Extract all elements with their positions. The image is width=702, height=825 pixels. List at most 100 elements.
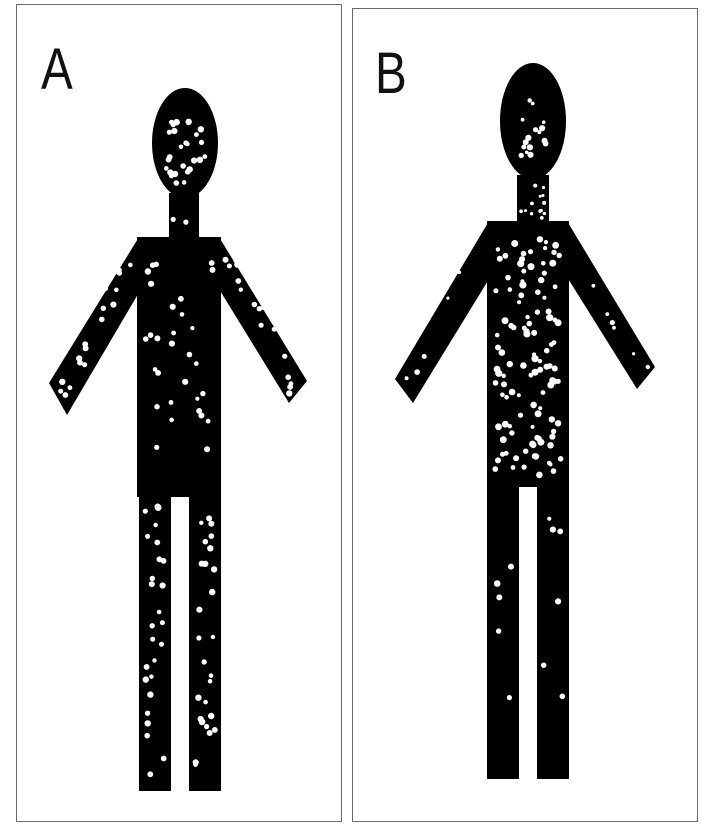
lesion-spot: [203, 539, 209, 545]
lesion-spot: [157, 610, 162, 615]
lesion-spot: [505, 275, 511, 281]
lesion-spot: [551, 250, 556, 255]
lesion-spot: [199, 521, 203, 525]
lesion-spot: [209, 673, 214, 678]
lesion-spot: [152, 658, 156, 662]
lesion-spot: [166, 157, 172, 163]
lesion-spot: [531, 425, 535, 429]
lesion-spot: [557, 253, 562, 258]
lesion-spot: [547, 442, 553, 448]
torso-a: [137, 237, 221, 497]
lesion-spot: [144, 664, 150, 670]
lesion-spot: [149, 581, 155, 587]
lesion-spot: [68, 385, 73, 390]
lesion-spot: [496, 594, 502, 600]
lesion-spot: [180, 163, 186, 169]
lesion-spot: [535, 309, 540, 314]
lesion-spot: [272, 327, 277, 332]
lesion-spot: [519, 209, 523, 213]
lesion-spot: [592, 284, 596, 288]
lesion-spot: [528, 263, 535, 270]
lesion-spot: [161, 756, 167, 762]
lesion-spot: [528, 98, 532, 102]
lesion-spot: [194, 361, 199, 366]
lesion-spot: [154, 445, 159, 450]
lesion-spot: [530, 202, 534, 206]
lesion-spot: [160, 620, 165, 625]
lesion-spot: [150, 262, 156, 268]
lesion-spot: [422, 354, 427, 359]
lesion-spot: [508, 287, 513, 292]
lesion-spot: [511, 465, 516, 470]
lesion-spot: [194, 132, 199, 137]
lesion-spot: [523, 449, 528, 454]
lesion-spot: [446, 297, 449, 300]
lesion-spot: [209, 260, 215, 266]
lesion-spot: [550, 527, 556, 533]
lesion-spot: [282, 354, 287, 359]
neck-b: [517, 175, 549, 225]
lesion-spot: [145, 720, 151, 726]
lesion-spot: [542, 201, 546, 205]
lesion-spot: [170, 304, 176, 310]
human-figure-b: [353, 9, 699, 823]
lesion-spot: [171, 128, 177, 134]
lesion-spot: [605, 312, 609, 316]
lesion-spot: [101, 306, 106, 311]
lesion-spot: [493, 288, 498, 293]
lesion-spot: [523, 328, 529, 334]
lesion-spot: [518, 292, 524, 298]
lesion-spot: [208, 521, 214, 527]
lesion-spot: [185, 169, 191, 175]
lesion-spot: [169, 341, 175, 347]
lesion-spot: [549, 260, 556, 267]
lesion-spot: [167, 130, 172, 135]
lesion-spot: [518, 413, 523, 418]
lesion-spot: [150, 623, 155, 628]
lesion-spot: [285, 374, 291, 380]
lesion-spot: [495, 423, 502, 430]
lesion-spot: [519, 281, 526, 288]
lesion-spot: [509, 430, 514, 435]
lesion-spot: [528, 249, 533, 254]
human-figure-a: [17, 5, 343, 823]
lesion-spot: [537, 236, 543, 242]
figure-silhouette-a: [49, 88, 307, 791]
lesion-spot: [143, 509, 148, 514]
lesion-spot: [145, 534, 150, 539]
neck-a: [169, 193, 199, 239]
lesion-spot: [544, 348, 550, 354]
lesion-spot: [540, 216, 544, 220]
lesion-spot: [540, 209, 543, 212]
lesion-spot: [519, 153, 524, 158]
lesion-spot: [558, 456, 564, 462]
lesion-spot: [541, 390, 546, 395]
lesion-spot: [185, 142, 190, 147]
lesion-spot: [171, 331, 176, 336]
lesion-spot: [521, 251, 527, 257]
lesion-spot: [198, 126, 204, 132]
lesion-spot: [612, 326, 616, 330]
lesion-spot: [533, 127, 538, 132]
lesion-spot: [493, 466, 499, 472]
lesion-spot: [546, 314, 553, 321]
lesion-spot: [542, 194, 545, 197]
lesion-spot: [500, 393, 505, 398]
lesion-spot: [102, 285, 108, 291]
lesion-spot: [549, 434, 555, 440]
lesion-spot: [190, 326, 194, 330]
lesion-spot: [547, 382, 554, 389]
lesion-spot: [252, 302, 258, 308]
lesion-spot: [169, 400, 174, 405]
lesion-spot: [223, 257, 229, 263]
lesion-spot: [59, 379, 65, 385]
left-arm-b: [395, 221, 489, 403]
lesion-spot: [209, 589, 215, 595]
lesion-spot: [538, 406, 542, 410]
lesion-spot: [227, 264, 232, 269]
lesion-spot: [521, 269, 526, 274]
lesion-spot: [542, 271, 547, 276]
lesion-spot: [143, 676, 149, 682]
lesion-spot: [199, 140, 204, 145]
lesion-spot: [539, 195, 542, 198]
